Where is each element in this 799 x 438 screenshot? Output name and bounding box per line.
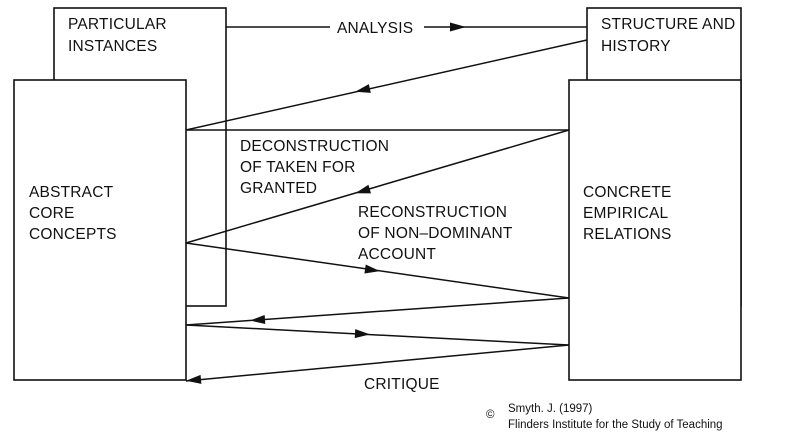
- analysis-label: ANALYSIS: [337, 20, 413, 37]
- copyright-symbol: ©: [486, 409, 495, 421]
- structure-to-abstract-line: [185, 39, 588, 131]
- structure-history-label-2: HISTORY: [601, 38, 671, 55]
- concrete-empirical-label-2: EMPIRICAL: [583, 205, 669, 222]
- credit-line-1: Smyth. J. (1997): [508, 403, 593, 415]
- deconstruction-label-3: GRANTED: [240, 180, 317, 197]
- critique-line: [185, 344, 570, 382]
- lower-return-arrowhead: [250, 315, 266, 324]
- critique-label: CRITIQUE: [364, 376, 440, 393]
- critique-arrowhead: [186, 374, 202, 384]
- deconstruction-label-1: DECONSTRUCTION: [240, 138, 389, 155]
- structure-to-abstract-arrowhead: [355, 84, 371, 93]
- reconstruction-label-1: RECONSTRUCTION: [358, 204, 507, 221]
- structure-history-label-1: STRUCTURE AND: [601, 16, 735, 33]
- deconstruction-label-2: OF TAKEN FOR: [240, 159, 356, 176]
- abstract-to-concrete-arrowhead: [364, 264, 380, 274]
- credit-line-2: Flinders Institute for the Study of Teac…: [508, 419, 723, 431]
- particular-instances-label-1: PARTICULAR: [68, 16, 167, 33]
- concrete-to-abstract-line: [185, 129, 570, 244]
- concrete-empirical-label-3: RELATIONS: [583, 226, 672, 243]
- concrete-to-abstract-arrowhead: [355, 184, 371, 194]
- particular-instances-label-2: INSTANCES: [68, 38, 157, 55]
- abstract-core-label-3: CONCEPTS: [29, 226, 117, 243]
- abstract-core-concepts-box: [13, 79, 187, 381]
- concrete-empirical-relations-box: [568, 79, 742, 381]
- reconstruction-label-3: ACCOUNT: [358, 246, 436, 263]
- lower-return-line: [185, 297, 570, 326]
- abstract-core-label-2: CORE: [29, 205, 75, 222]
- reconstruction-label-2: OF NON–DOMINANT: [358, 225, 513, 242]
- lower-forward-line: [185, 324, 570, 346]
- analysis-arrowhead: [450, 22, 466, 32]
- concrete-empirical-label-1: CONCRETE: [583, 184, 672, 201]
- abstract-core-label-1: ABSTRACT: [29, 184, 114, 201]
- lower-forward-arrowhead: [354, 329, 370, 339]
